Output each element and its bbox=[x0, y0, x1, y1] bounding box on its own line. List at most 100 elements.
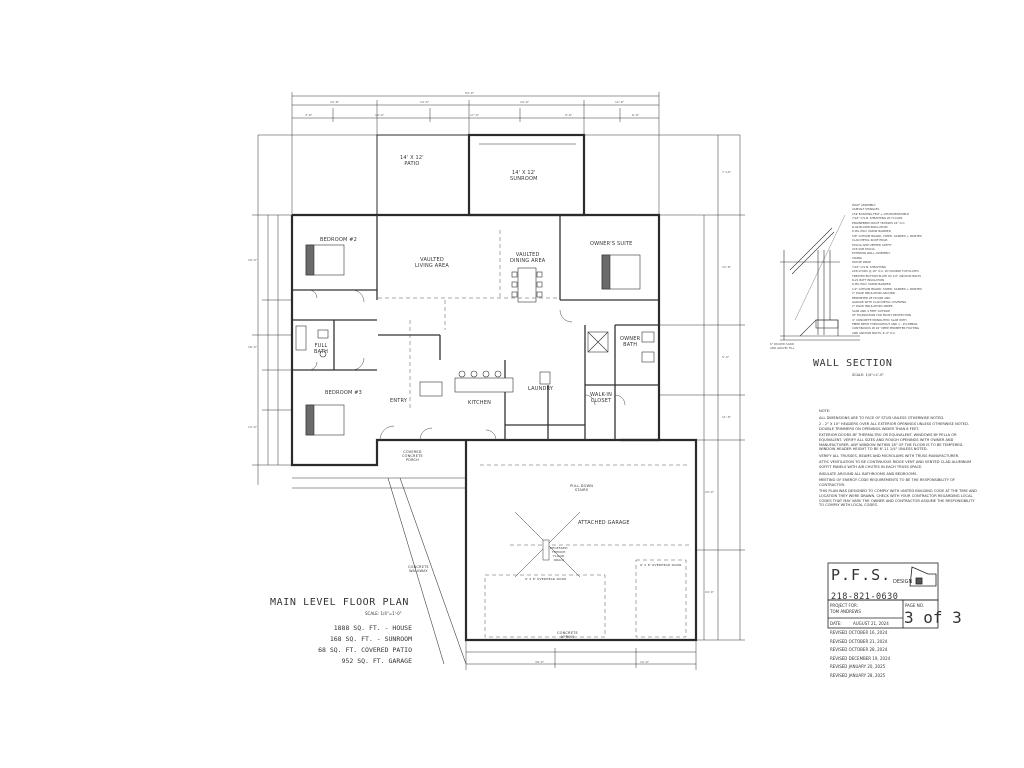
room-label-entry: ENTRY bbox=[390, 398, 408, 404]
room-label-concrete-walkway: CONCRETE WALKWAY bbox=[408, 565, 429, 573]
revision-entry: REVISED JANUARY 20, 2025 bbox=[830, 664, 886, 670]
wall-section-detail bbox=[780, 214, 860, 341]
bathtub bbox=[295, 325, 307, 351]
area-sunroom: 168 SQ. FT. - SUNROOM bbox=[329, 635, 412, 643]
revision-entry: REVISED DECEMBER 19, 2024 bbox=[830, 655, 891, 661]
dimension-left: 19'-0" bbox=[248, 258, 258, 262]
room-label-covered-porch: COVERED CONCRETE PORCH bbox=[402, 450, 423, 462]
wall-section-footing-label: 6" PACKED SAND AND GRAVEL FILL bbox=[770, 342, 795, 350]
area-summary: 1888 SQ. FT. - HOUSE 168 SQ. FT. - SUNRO… bbox=[282, 623, 412, 667]
garage-walls bbox=[464, 438, 698, 642]
page-number-label: PAGE NO. bbox=[905, 603, 924, 608]
wall-section-note-line: 15# BUILDING FELT + ICE/WATERSHIELD bbox=[852, 211, 910, 216]
wall-section-note-line: SIDING bbox=[852, 255, 862, 260]
wall-section-note-line: 2" RIGID INSULATION UNDER bbox=[852, 304, 893, 309]
wall-section-note-line: EXTERIOR WALL ASSEMBLY: bbox=[852, 251, 891, 256]
room-label-living: VAULTED LIVING AREA bbox=[415, 257, 450, 269]
wall-section-note-line: 6 MIL POLY VAPOR BARRIER bbox=[852, 282, 891, 287]
dimension-garage-bottom: 34'-0" bbox=[535, 660, 545, 664]
label-overhead-door-left: 9' X 8' OVERHEAD DOOR bbox=[525, 577, 567, 581]
room-label-kitchen: KITCHEN bbox=[468, 400, 492, 406]
general-note: 2 - 2" X 10" HEADERS OVER ALL EXTERIOR O… bbox=[819, 422, 969, 431]
wall-section-scale: SCALE: 1/4"=1'-0" bbox=[852, 373, 884, 377]
designer-phone: 218-821-0630 bbox=[831, 592, 899, 602]
dimension-top2: 6'-0" bbox=[632, 113, 640, 117]
page-number: 3 of 3 bbox=[904, 608, 962, 627]
wall-section-title: WALL SECTION bbox=[813, 358, 893, 369]
wall-section-note-line: GARAGE WITH CLAD METAL COVERING bbox=[852, 299, 907, 304]
dimension-top: 12'-6" bbox=[615, 100, 625, 104]
dimension-right: 11'-6" bbox=[722, 415, 732, 419]
general-note: EXTERIOR DOORS BY THERMA-TRU OR EQUIVALE… bbox=[819, 433, 964, 452]
general-note: ATTIC VENTILATION TO BE CONTINUOUS RIDGE… bbox=[819, 460, 972, 469]
house-exterior-wall bbox=[292, 213, 661, 442]
patio-outline bbox=[376, 134, 470, 216]
dimension-top: 14'-0" bbox=[520, 100, 530, 104]
wall-section-note-line: FIBER MESH THROUGHOUT AND 1 - #4 REBAR, bbox=[852, 321, 919, 326]
revision-entry: REVISED OCTOBER 16, 2024 bbox=[830, 630, 888, 635]
wall-section-note-line: AND ANCHOR BOLTS, 6'-0" O.C. bbox=[852, 330, 896, 335]
dimension-right: 5'-0" bbox=[722, 355, 730, 359]
room-label-full-bath: FULL BATH bbox=[314, 343, 329, 355]
room-label-walkin-closet: WALK-IN CLOSET bbox=[590, 392, 613, 404]
wall-section-note-line: FASCIA AND VENTED SOFFIT bbox=[852, 242, 892, 247]
wall-section-note-line: ROOF ASSEMBLY: bbox=[852, 203, 876, 207]
dimension-top2: 17'-0" bbox=[470, 113, 480, 117]
plan-title: MAIN LEVEL FLOOR PLAN bbox=[270, 597, 410, 608]
wall-section-note-line: HOUSE WRAP bbox=[852, 260, 871, 265]
wall-section-note-line: 2X6 SUB FASCIA bbox=[852, 247, 875, 252]
wall-section-note-line: 1/2" GYPSUM BOARD, TAPED, SANDED + PAINT… bbox=[852, 286, 922, 291]
dimension-left: 13'-0" bbox=[248, 425, 258, 429]
room-label-attached-garage: ATTACHED GARAGE bbox=[578, 520, 630, 526]
revision-entry: REVISED OCTOBER 21, 2024 bbox=[830, 638, 888, 644]
date-label: DATE: bbox=[830, 621, 842, 626]
dimension-right: 7'-10" bbox=[722, 170, 732, 174]
room-label-laundry: LAUNDRY bbox=[528, 386, 554, 392]
wall-section-note-line: 6 MIL POLY VAPOR BARRIER bbox=[852, 229, 891, 234]
room-label-owner-bath: OWNER BATH bbox=[620, 336, 641, 348]
concrete-walkway bbox=[387, 477, 445, 665]
designer-logo: P.F.S. bbox=[831, 566, 892, 584]
dimension-garage-side: 23'-0" bbox=[705, 490, 715, 494]
project-for-label: PROJECT FOR: bbox=[830, 603, 859, 608]
label-overhead-door-right: 9' X 8' OVERHEAD DOOR bbox=[640, 563, 682, 567]
drawing-date: AUGUST 21, 2024 bbox=[853, 621, 889, 626]
area-covered-patio: 68 SQ. FT. COVERED PATIO bbox=[318, 646, 412, 654]
door-swing bbox=[351, 289, 365, 303]
wall-section-note-line: ENGINEERED ROOF TRUSSES 24" O.C. bbox=[852, 220, 906, 225]
general-note: MEETING OF ENERGY CODE REQUIREMENTS TO B… bbox=[819, 478, 955, 487]
room-label-concrete-apron: CONCRETE APRON bbox=[557, 631, 578, 639]
wall-section-note-line: 5/8" GYPSUM BOARD, TAPED, SANDED + PAINT… bbox=[852, 233, 922, 238]
wall-section-note-line: PERIMETER OF HOUSE AND bbox=[852, 295, 891, 300]
general-note: NOTE: bbox=[819, 409, 831, 413]
label-trench-drain: RECESSED TRENCH FLOOR DRAIN bbox=[550, 546, 568, 562]
general-note: ALL DIMENSIONS ARE TO FACE OF STUD UNLES… bbox=[819, 415, 945, 420]
dimension-top2: 3'-6" bbox=[305, 113, 313, 117]
wall-section-note-line: ASPHALT SHINGLES bbox=[852, 207, 880, 212]
area-garage: 952 SQ. FT. GARAGE bbox=[341, 657, 412, 665]
wall-section-note-line: OF FOUNDATION FOR FROST PROTECTION bbox=[852, 313, 912, 318]
general-notes: NOTE: ALL DIMENSIONS ARE TO FACE OF STUD … bbox=[819, 409, 979, 510]
room-label-bedroom3: BEDROOM #3 bbox=[325, 390, 363, 396]
wall-section-note-line: 7/16" O.S.B. SHEATHING W/ H-CLIPS bbox=[852, 216, 903, 221]
room-label-bedroom2: BEDROOM #2 bbox=[320, 237, 358, 243]
wall-section-note-line: 2X6 STUDS @ 16" O.C. W/ DOUBLE TOP PLATE… bbox=[852, 269, 919, 274]
dining-table bbox=[517, 267, 537, 303]
plan-scale: SCALE: 1/4"=1'-0" bbox=[365, 611, 402, 616]
revision-entry: REVISED OCTOBER 28, 2024 bbox=[830, 647, 888, 653]
wall-section-note-line: CLAD METAL ROOF EDGE, bbox=[852, 238, 889, 243]
dimension-top2: 9'-6" bbox=[565, 113, 573, 117]
dimension-top: 13'-6" bbox=[330, 100, 340, 104]
kitchen-island bbox=[454, 377, 514, 393]
revision-entry: REVISED JANUARY 28, 2025 bbox=[830, 672, 886, 678]
room-label-owners-suite: OWNER'S SUITE bbox=[590, 241, 633, 247]
area-house: 1888 SQ. FT. - HOUSE bbox=[333, 624, 412, 632]
dimension-overall-width: 54'-0" bbox=[465, 91, 475, 95]
room-label-patio: 14' X 12' PATIO bbox=[400, 155, 424, 167]
dimension-garage-side: 24'-0" bbox=[705, 590, 715, 594]
room-label-dining: VAULTED DINING AREA bbox=[510, 252, 546, 264]
